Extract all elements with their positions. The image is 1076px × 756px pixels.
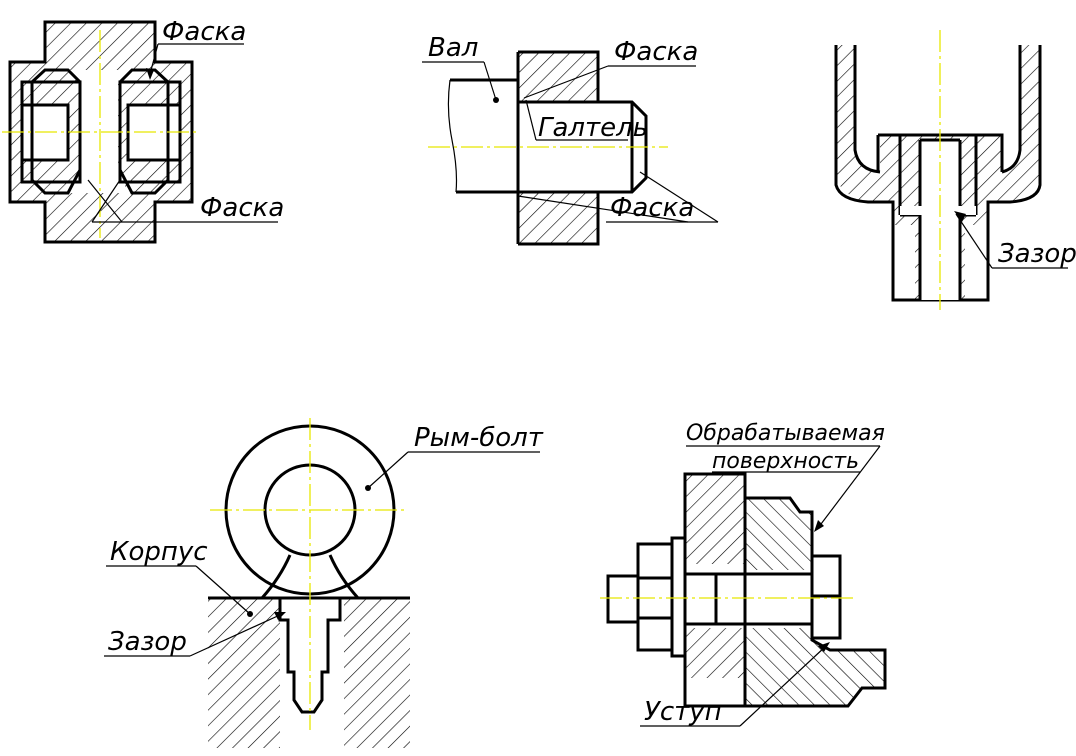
shaft-outline (450, 78, 518, 194)
dot-korpus (247, 611, 253, 617)
fitting-body-hatched (10, 22, 192, 242)
plate-left-hatched (685, 474, 745, 564)
bolt-shank (278, 596, 342, 714)
housing-upper-hatched (518, 52, 598, 102)
sleeve-insert-outline (876, 133, 1004, 217)
bolt-end-outline (606, 574, 640, 624)
arrow-zazor-2 (274, 612, 286, 620)
figure-chamfer-fitting: Фаска Фаска (2, 17, 284, 244)
label-faska-3: Фаска (614, 37, 698, 67)
figure-bolted-joint: Обрабатываемая поверхность Уступ (600, 421, 887, 727)
figure-sleeve-gap: Зазор (834, 30, 1076, 310)
figure-shaft-fillet: Вал Фаска Галтель Фаска (422, 33, 719, 246)
label-zazor-1: Зазор (998, 239, 1076, 269)
fitting-outline (8, 20, 194, 244)
label-faska-1: Фаска (162, 17, 246, 47)
label-faska-2: Фаска (200, 193, 284, 223)
eye-neck (260, 554, 360, 600)
leader-ustup (739, 645, 827, 727)
leader-obrabatyvaemaya (817, 445, 881, 529)
leader-faska-3 (523, 65, 609, 99)
fitting-bore-left (20, 80, 82, 184)
leader-faska-2a (91, 179, 121, 223)
dot-val (493, 97, 499, 103)
shaft-break-line (447, 79, 458, 193)
arrow-zazor-1 (954, 211, 966, 222)
leader-zazor-2 (189, 613, 283, 657)
fitting-bore-right (118, 80, 182, 184)
label-ustup: Уступ (644, 697, 722, 727)
housing-outline (516, 50, 600, 246)
label-obrabatyvaemaya: Обрабатываемая (686, 421, 885, 446)
arrow-faska-1 (146, 68, 154, 80)
leader-zazor-1 (955, 213, 993, 269)
leader-galtel (525, 99, 537, 141)
label-val: Вал (428, 33, 478, 63)
dot-rym-bolt (365, 485, 371, 491)
bolt-head-outline (810, 554, 842, 640)
plate-right-outline (745, 496, 887, 708)
leader-val (483, 61, 497, 101)
plate-left-lower-hatched (685, 628, 745, 678)
leader-korpus (195, 565, 251, 615)
bolt-shank-outline (685, 572, 812, 626)
housing-lower-hatched (518, 192, 598, 244)
plate-right-lower-hatched (745, 628, 885, 706)
leader-faska-2b (87, 179, 123, 223)
arrow-ustup (818, 642, 830, 652)
plate-right-hatched (745, 498, 812, 570)
nut-left-outline (636, 542, 674, 652)
figure-eye-bolt: Рым-болт Корпус Зазор (104, 418, 544, 748)
leader-faska-4a (639, 171, 719, 223)
leader-rym-bolt (367, 451, 409, 489)
label-poverkhnost: поверхность (712, 449, 859, 474)
label-galtel: Галтель (538, 113, 648, 143)
leader-faska-1 (149, 43, 159, 75)
label-rym-bolt: Рым-болт (414, 423, 544, 453)
sleeve-gap-area (900, 206, 976, 215)
label-korpus: Корпус (110, 537, 208, 567)
washer-outline (670, 536, 687, 658)
label-faska-4: Фаска (610, 193, 694, 223)
arrow-obrabatyvaemaya (814, 520, 824, 532)
leader-faska-4b (517, 195, 689, 223)
label-zazor-2: Зазор (108, 627, 187, 657)
